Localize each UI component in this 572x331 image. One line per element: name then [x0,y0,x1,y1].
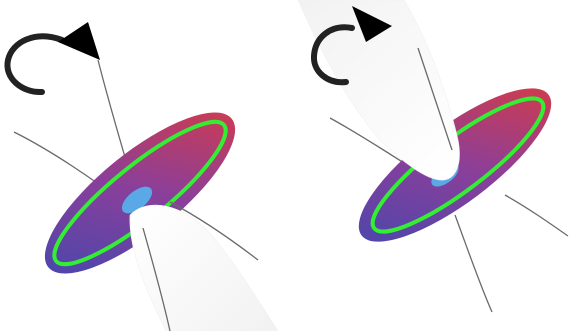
field-line-right [505,195,568,236]
panel-left [7,22,278,331]
panel-right [298,0,571,312]
rotation-arrow-icon [7,22,100,92]
spin-axis-lower [455,215,492,312]
jet-cone [130,205,278,331]
